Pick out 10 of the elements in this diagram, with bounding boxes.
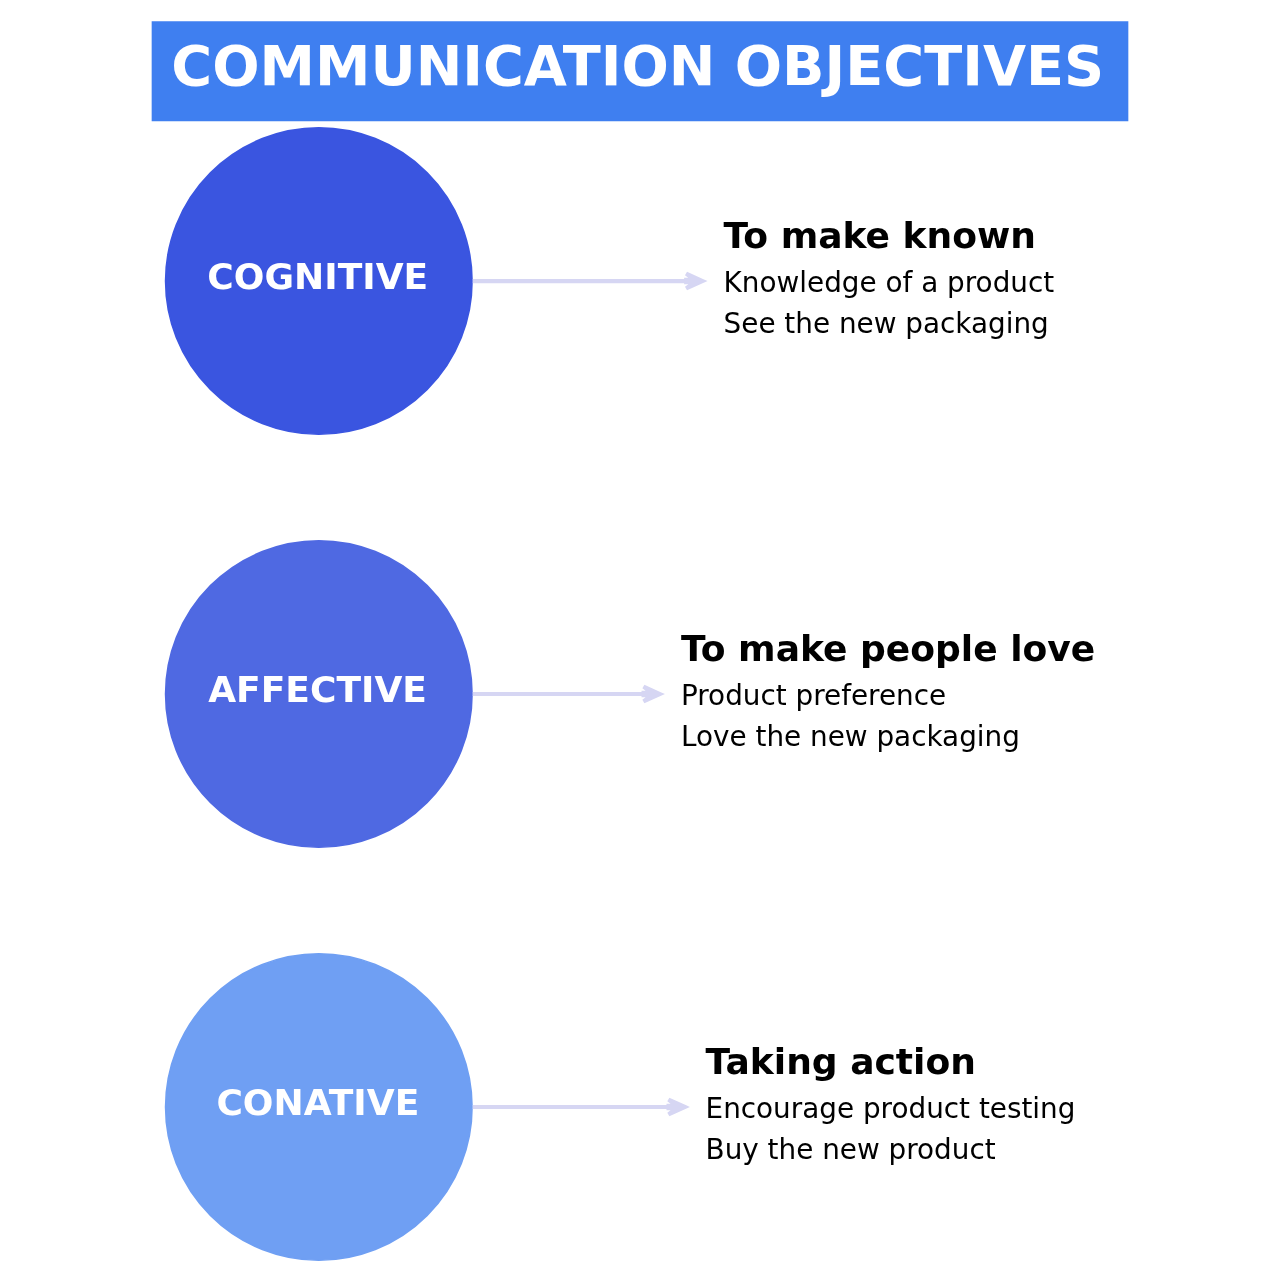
node-circle: COGNITIVE (164, 127, 473, 436)
diagram-title: COMMUNICATION OBJECTIVES (171, 32, 1105, 98)
node-text: To make people love Product preference Love the new packaging (680, 627, 1096, 753)
arrow (472, 1097, 687, 1117)
node-text: To make known Knowledge of a product See the new packaging (723, 214, 1055, 340)
node-circle: AFFECTIVE (164, 540, 473, 849)
arrow (472, 684, 662, 704)
node-text: Taking action Encourage product testing Buy the new product (705, 1040, 1076, 1166)
arrow (472, 271, 705, 291)
node-circle: CONATIVE (164, 952, 473, 1262)
